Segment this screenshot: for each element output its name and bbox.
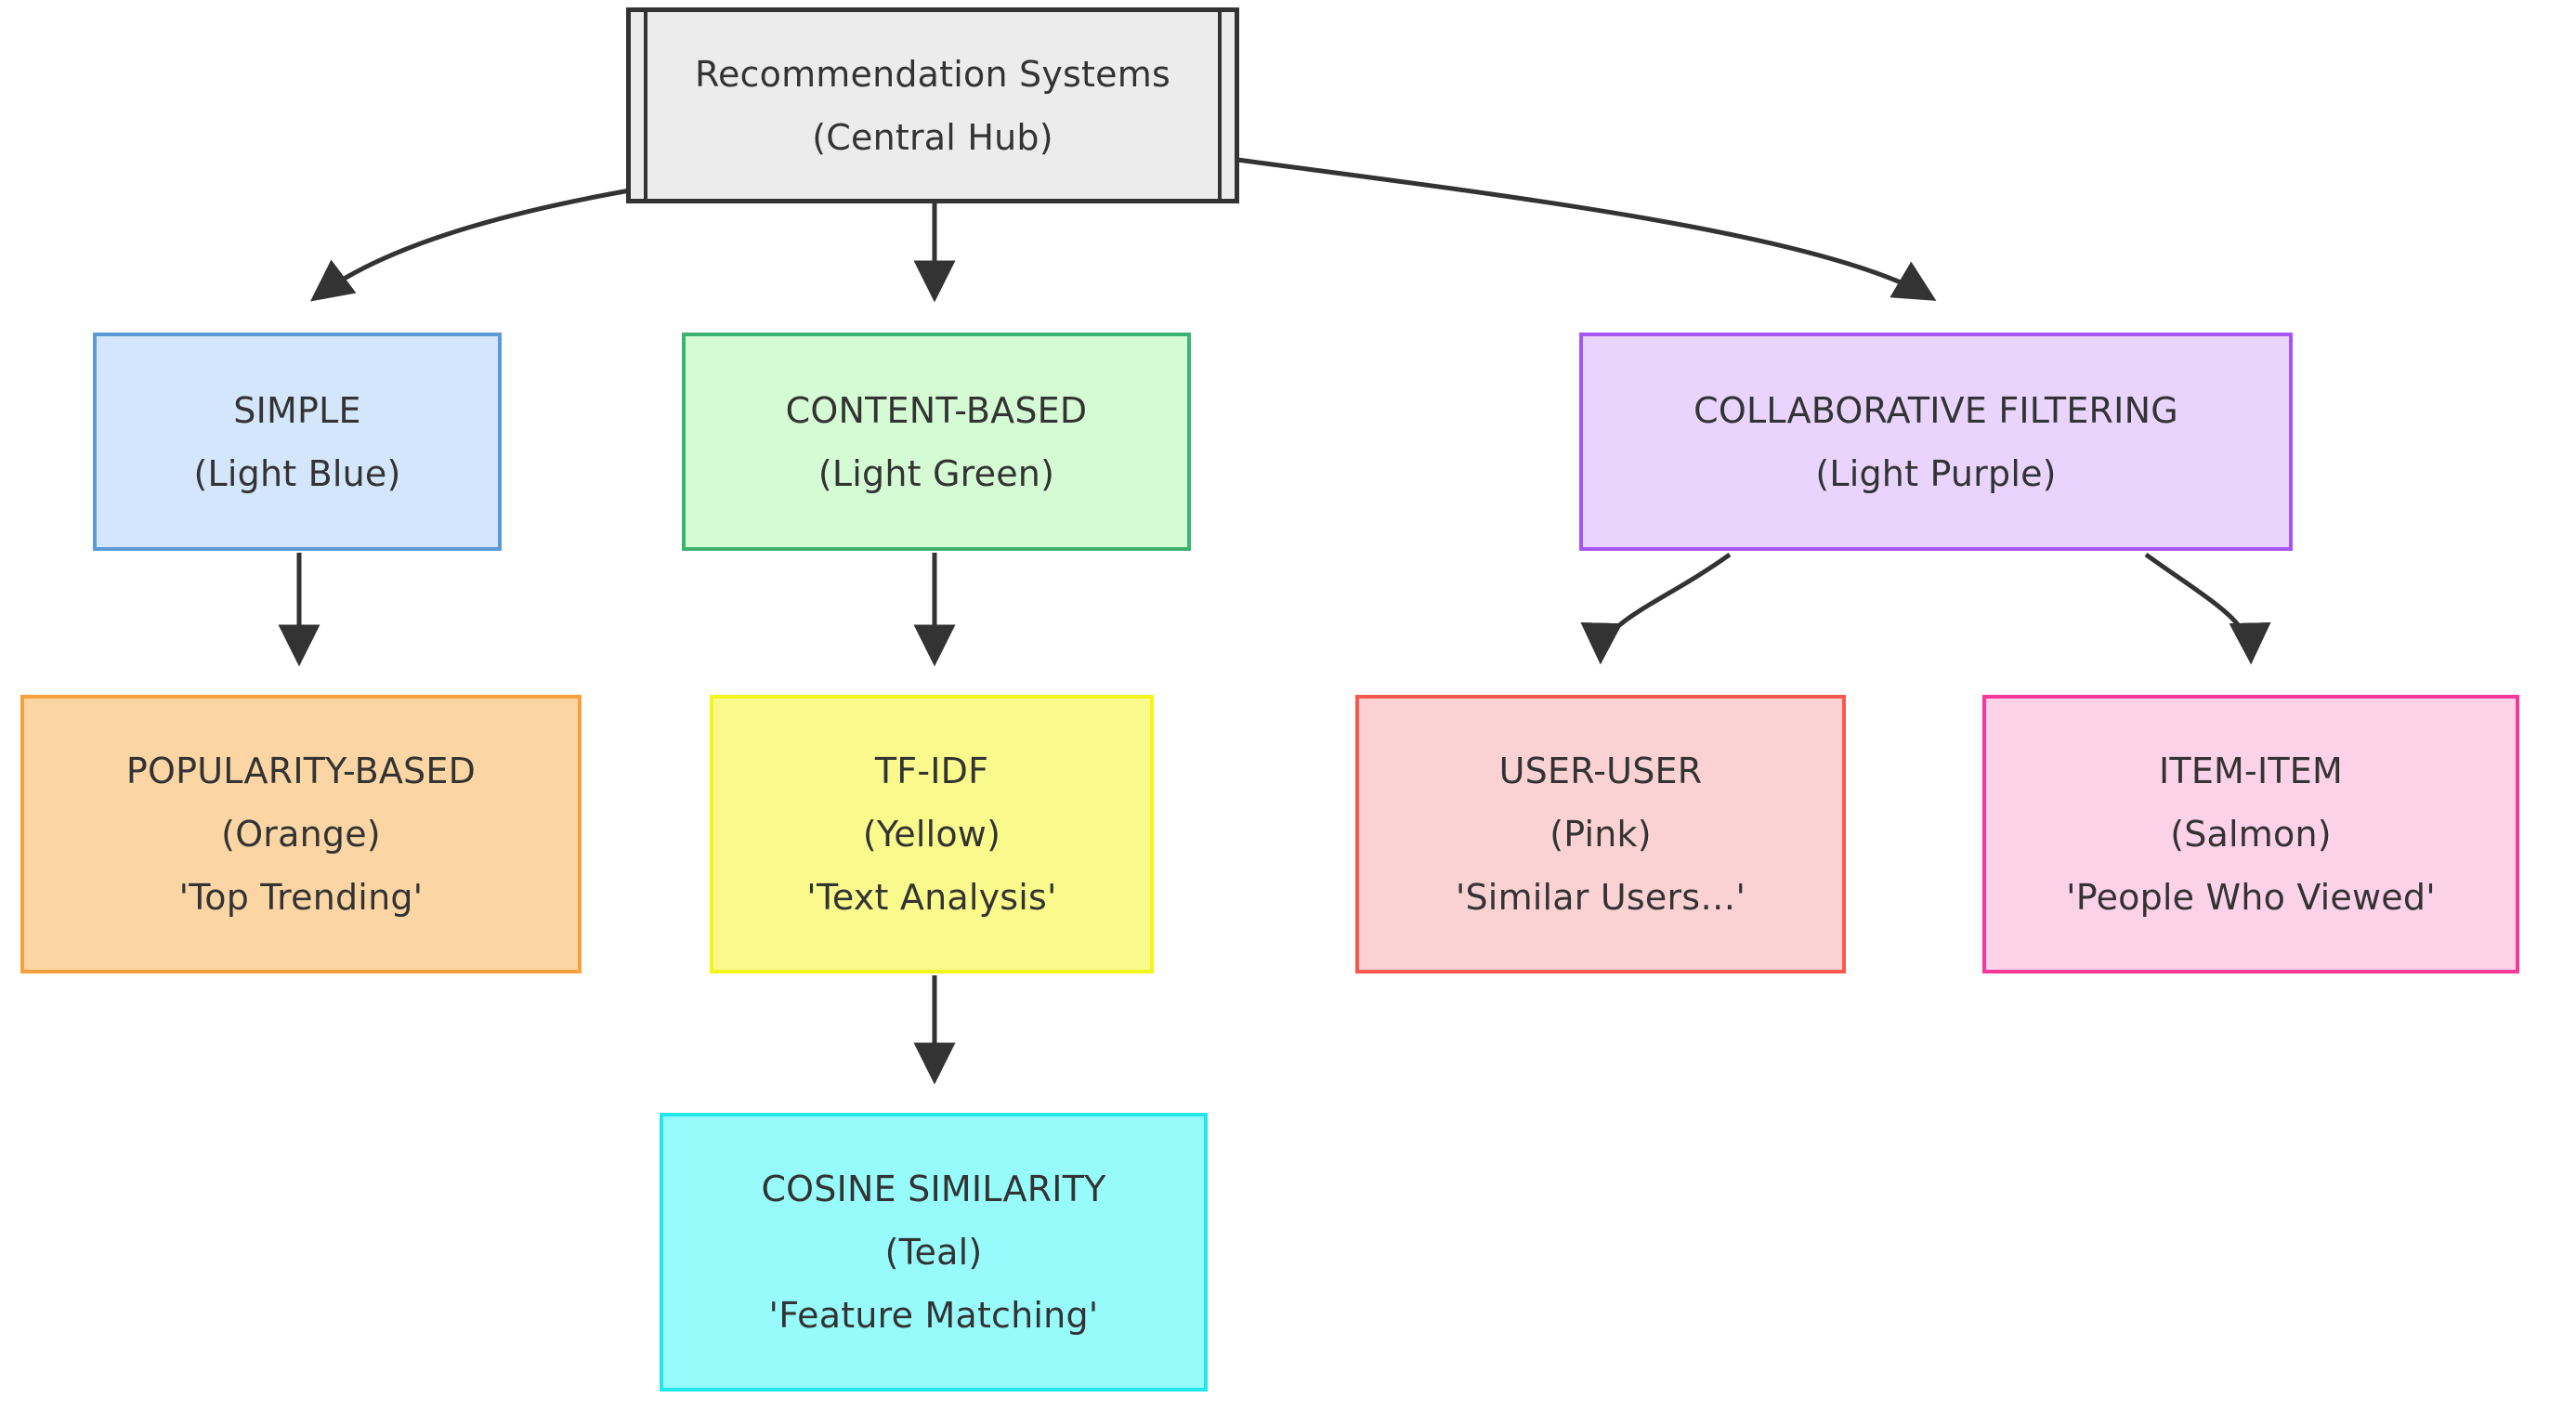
node-label-line3: 'Top Trending' <box>178 877 424 918</box>
edge-hub-to-collaborative <box>1236 157 1937 301</box>
node-label-line2: (Central Hub) <box>812 116 1053 158</box>
node-label-line2: (Yellow) <box>862 814 1001 855</box>
node-label-line2: (Pink) <box>1550 814 1652 855</box>
node-label-line3: 'Text Analysis' <box>806 877 1057 918</box>
node-user-user[interactable]: USER-USER (Pink) 'Similar Users…' <box>1355 695 1846 973</box>
node-cosine-similarity[interactable]: COSINE SIMILARITY (Teal) 'Feature Matchi… <box>660 1113 1208 1391</box>
node-content-based[interactable]: CONTENT-BASED (Light Green) <box>682 333 1191 551</box>
node-label-line1: Recommendation Systems <box>695 53 1170 95</box>
node-label-line2: (Teal) <box>884 1232 983 1273</box>
node-recommendation-systems-hub[interactable]: Recommendation Systems (Central Hub) <box>626 7 1239 203</box>
node-label-line1: TF-IDF <box>874 751 989 791</box>
node-label-line1: SIMPLE <box>233 389 361 431</box>
node-label-line1: COLLABORATIVE FILTERING <box>1693 389 2178 431</box>
node-collaborative-filtering[interactable]: COLLABORATIVE FILTERING (Light Purple) <box>1579 333 2293 551</box>
node-simple[interactable]: SIMPLE (Light Blue) <box>93 333 502 551</box>
edge-collaborative-to-useruser <box>1580 552 1732 665</box>
node-tf-idf[interactable]: TF-IDF (Yellow) 'Text Analysis' <box>710 695 1154 973</box>
node-item-item[interactable]: ITEM-ITEM (Salmon) 'People Who Viewed' <box>1982 695 2519 973</box>
edge-hub-to-simple <box>309 188 631 302</box>
node-popularity-based[interactable]: POPULARITY-BASED (Orange) 'Top Trending' <box>20 695 582 973</box>
node-label-line2: (Light Purple) <box>1815 452 2057 494</box>
node-label-line2: (Salmon) <box>2170 814 2332 855</box>
node-label-line1: ITEM-ITEM <box>2159 751 2343 791</box>
node-label-line2: (Orange) <box>221 814 381 855</box>
node-label-line1: POPULARITY-BASED <box>125 751 477 791</box>
node-label-line2: (Light Green) <box>817 452 1055 494</box>
node-label-line3: 'Similar Users…' <box>1455 877 1746 918</box>
subroutine-right-bar <box>1218 12 1222 199</box>
node-label-line1: CONTENT-BASED <box>785 389 1088 431</box>
subroutine-left-bar <box>644 12 647 199</box>
edge-collaborative-to-itemitem <box>2144 552 2271 665</box>
node-label-line2: (Light Blue) <box>193 452 401 494</box>
node-label-line1: USER-USER <box>1498 751 1703 791</box>
node-label-line3: 'Feature Matching' <box>768 1295 1099 1336</box>
node-label-line1: COSINE SIMILARITY <box>761 1169 1106 1209</box>
node-label-line3: 'People Who Viewed' <box>2066 877 2436 918</box>
